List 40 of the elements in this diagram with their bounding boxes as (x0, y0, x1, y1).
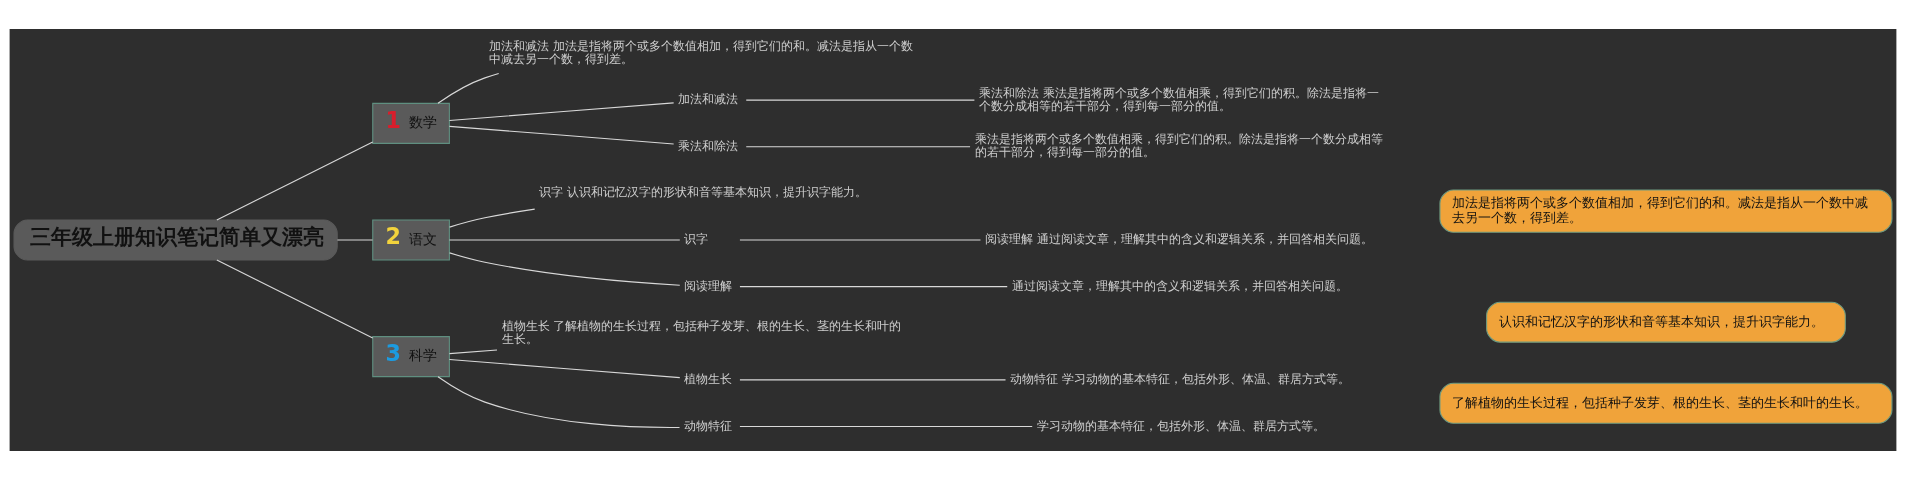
connector (739, 426, 1033, 428)
connector (448, 125, 675, 145)
connector (448, 359, 681, 379)
node-text: 动物特征 (684, 418, 733, 433)
node-text: 乘法和除法 (678, 138, 739, 153)
node-box: 3 科学 (372, 336, 450, 378)
node-box: 加法是指将两个或多个数值相加，得到它们的和。减法是指从一个数中减去另一个数，得到差。 (1439, 189, 1893, 233)
connector (739, 286, 1008, 288)
connector (216, 259, 374, 339)
connector (437, 72, 500, 104)
node-text: 动物特征 学习动物的基本特征，包括外形、体温、群居方式等。 (1010, 372, 1351, 387)
connector (449, 208, 536, 228)
connector (739, 379, 1007, 381)
node-box: 2 语文 (372, 219, 450, 261)
node-box: 认识和记忆汉字的形状和音等基本知识，提升识字能力。 (1486, 301, 1846, 343)
connector (449, 252, 681, 286)
node-text: 乘法和除法 乘法是指将两个或多个数值相乘，得到它们的积。除法是指将一个数分成相等的若干部分，得到每一部分的值。 (979, 85, 1379, 113)
node-text: 加法和减法 (678, 92, 739, 107)
connector (448, 102, 675, 121)
node-text: 识字 (684, 232, 709, 247)
node-text: 学习动物的基本特征，包括外形、体温、群居方式等。 (1036, 418, 1325, 433)
node-text: 阅读理解 通过阅读文章，理解其中的含义和逻辑关系，并回答相关问题。 (985, 232, 1374, 247)
connector (448, 349, 498, 355)
connector (437, 376, 681, 429)
node-text: 通过阅读文章，理解其中的含义和逻辑关系，并回答相关问题。 (1011, 278, 1348, 293)
node-box: 了解植物的生长过程，包括种子发芽、根的生长、茎的生长和叶的生长。 (1439, 382, 1893, 424)
node-text: 识字 认识和记忆汉字的形状和音等基本知识，提升识字能力。 (539, 185, 868, 200)
connector (739, 239, 982, 241)
node-box: 1 数学 (372, 102, 450, 144)
node-text: 阅读理解 (684, 278, 733, 293)
connector (216, 141, 374, 221)
connector (745, 146, 971, 148)
connector (448, 239, 681, 241)
node-text: 乘法是指将两个或多个数值相乘，得到它们的积。除法是指将一个数分成相等的若干部分，得到每一部分的值。 (974, 132, 1383, 160)
connector (745, 99, 975, 101)
node-text: 植物生长 了解植物的生长过程，包括种子发芽、根的生长、茎的生长和叶的生长。 (501, 318, 902, 347)
node-text: 加法和减法 加法是指将两个或多个数值相加，得到它们的和。减法是指从一个数中减去另一个数，得到差。 (489, 38, 914, 67)
connector (336, 239, 374, 241)
node-text: 植物生长 (684, 372, 733, 387)
node-box: 三年级上册知识笔记简单又漂亮 (13, 219, 338, 261)
